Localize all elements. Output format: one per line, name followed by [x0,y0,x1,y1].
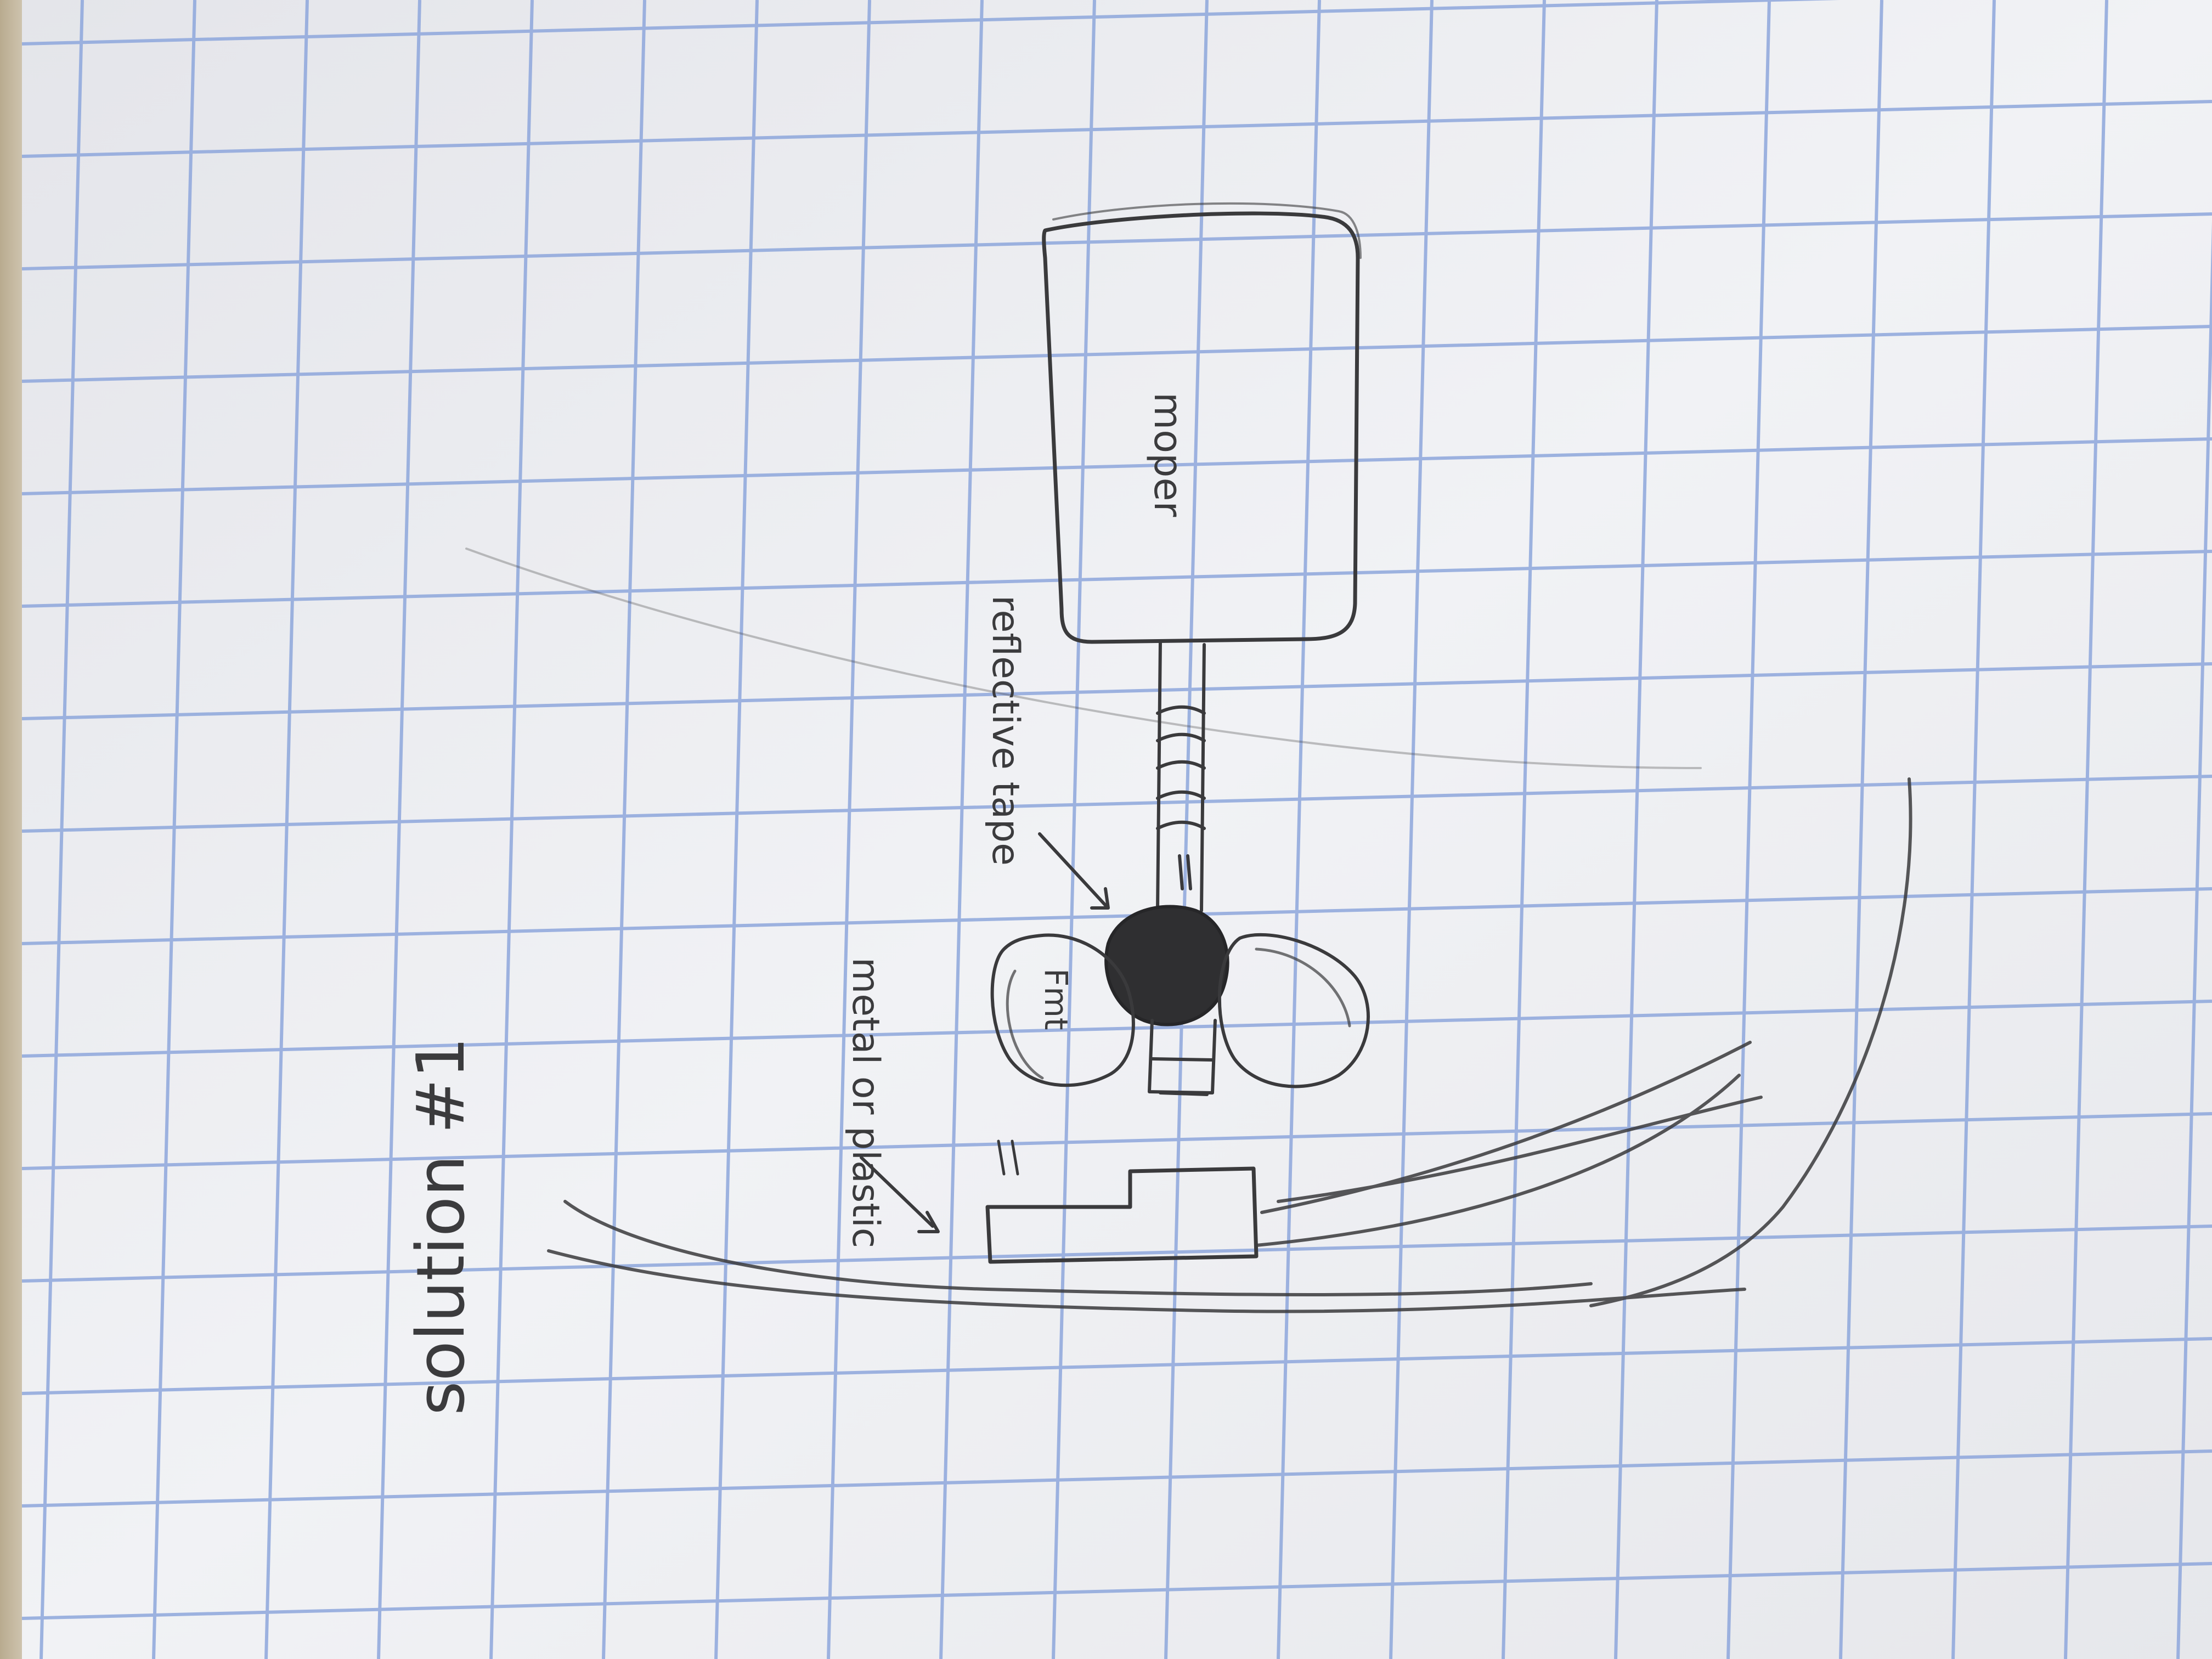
grid-line-horizontal [21,1000,2212,1058]
grid-line-vertical [1951,0,1996,1659]
grid-line-horizontal [21,1337,2212,1395]
tape-label: reflective tape [984,595,1027,866]
wheel-left [990,933,1135,1087]
motor-box [1042,211,1360,644]
axle-block [1148,1019,1217,1096]
grid-line-horizontal [21,887,2212,945]
grid-line-vertical [2064,0,2108,1659]
grid-line-vertical [714,0,759,1659]
grid-line-horizontal [21,212,2212,270]
grid-line-vertical [1164,0,1209,1659]
title-text-group: solution #1 [403,1037,479,1415]
grid-line-horizontal [21,0,1840,46]
sketch-title: solution #1 [403,1037,479,1415]
tape-arrow [1038,832,1107,907]
grid-line-vertical [1502,0,1546,1659]
plate-arrowhead [917,1211,940,1233]
grid-line-horizontal [21,662,2212,720]
grid-lines [21,0,2212,1659]
grid-line-horizontal [21,1562,2212,1620]
wheel-left-outline [1006,969,1044,1080]
wheel-right [1217,933,1370,1088]
grid-line-vertical [827,0,871,1659]
grid-line-horizontal [21,1112,2212,1170]
grid-line-vertical [2176,221,2212,1659]
motor-box-shadow-line [1052,202,1362,259]
wheel-label-group: Fmt [1037,968,1075,1030]
grid-line-vertical [1839,0,1883,1659]
shaft [1156,640,1206,912]
faint-arc [465,548,1702,769]
grid-line-horizontal [21,100,2212,158]
tape-label-group: reflective tape [984,595,1027,866]
plate [985,1166,1259,1264]
plate-label-group: metal or plastic [844,957,887,1248]
grid-line-horizontal [21,1449,2212,1508]
grid-line-vertical [377,0,421,1659]
grid-line-horizontal [21,775,2212,833]
grid-line-vertical [1052,0,1096,1659]
motor-label: moper [1146,392,1190,517]
plate-arrow [860,1156,934,1228]
grid-line-vertical [264,0,309,1659]
arrows [860,832,1110,1233]
grid-line-horizontal [21,550,2212,608]
surface-curves [547,777,1912,1313]
grid-line-vertical [152,0,196,1659]
plate-equals-marks [997,1139,1019,1176]
paper-sheet [22,0,2212,1659]
grid-line-vertical [939,0,984,1659]
grid-line-horizontal [21,437,2212,495]
grid-line-vertical [602,0,646,1659]
grid-line-vertical [1614,0,1658,1659]
shaded-hub [1104,905,1229,1026]
motor-label-group: moper [1146,392,1190,517]
wheel-right-outline [1255,947,1351,1028]
grid-line-horizontal [21,325,2212,383]
grid-line-vertical [1726,0,1771,1659]
grid-line-vertical [1277,0,1321,1659]
grid-line-horizontal [21,1224,2212,1283]
plate-label: metal or plastic [844,957,887,1248]
tape-arrowhead [1090,887,1110,910]
grid-line-vertical [1389,0,1434,1659]
wheel-label: Fmt [1037,968,1075,1030]
